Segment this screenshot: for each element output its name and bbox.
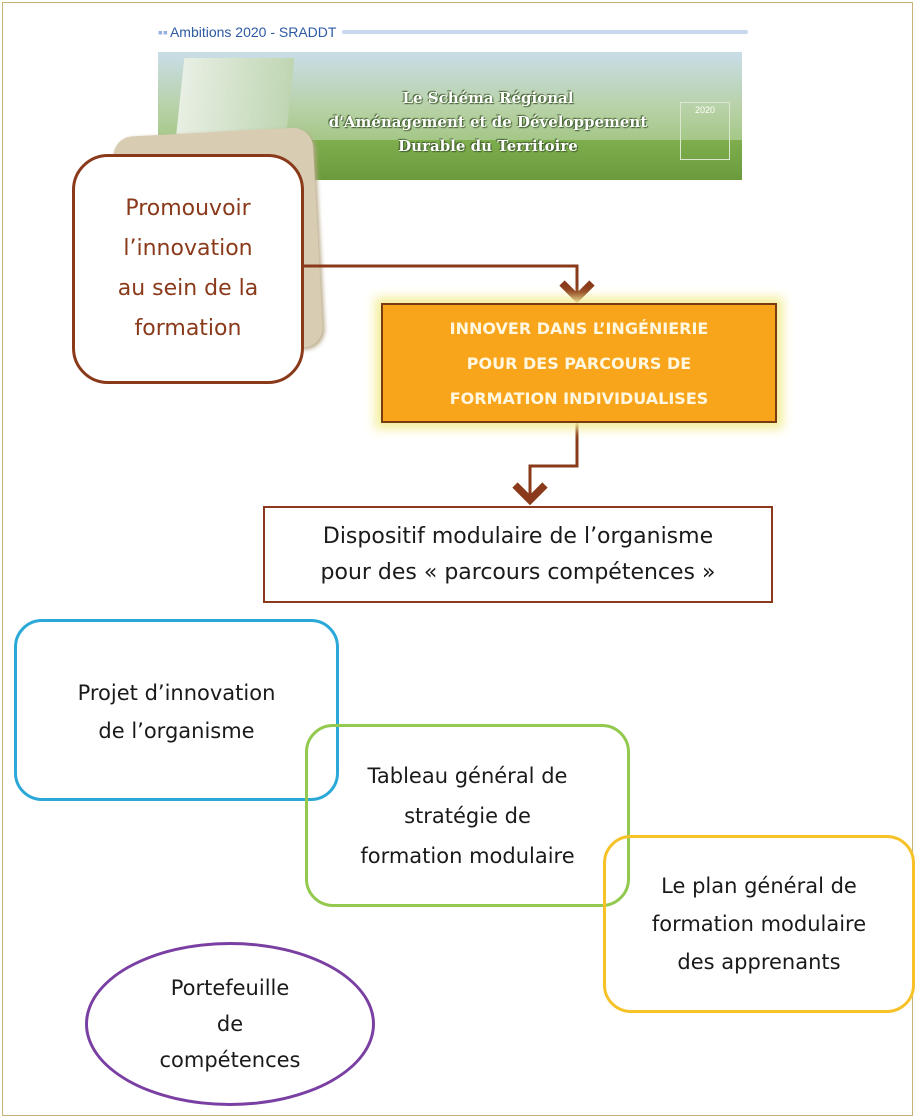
innover-ingenierie-box: INNOVER DANS L’INGÉNIERIE POUR DES PARCO…	[381, 303, 777, 423]
projet-innovation-box: Projet d’innovation de l’organisme	[14, 619, 339, 801]
dispositif-modulaire-box: Dispositif modulaire de l’organisme pour…	[263, 506, 773, 603]
header-title-text: Ambitions 2020 - SRADDT	[169, 24, 337, 40]
tableau-strategie-box: Tableau général de stratégie de formatio…	[305, 724, 630, 907]
header-title: ▪▪ Ambitions 2020 - SRADDT	[158, 20, 748, 44]
plan-formation-box: Le plan général de formation modulaire d…	[603, 835, 915, 1013]
logo-year: 2020	[694, 105, 716, 115]
header-bullet-icon: ▪▪	[158, 24, 168, 40]
promouvoir-innovation-box: Promouvoir l’innovation au sein de la fo…	[72, 154, 304, 384]
arrow-innover-to-dispositif	[512, 423, 579, 506]
header-divider	[342, 30, 748, 34]
arrow-promouvoir-to-innover	[304, 264, 595, 304]
portefeuille-competences-oval: Portefeuille de compétences	[85, 942, 375, 1106]
region-logo-icon: 2020	[680, 102, 730, 160]
banner-text: Le Schéma Régional d'Aménagement et de D…	[328, 89, 648, 155]
